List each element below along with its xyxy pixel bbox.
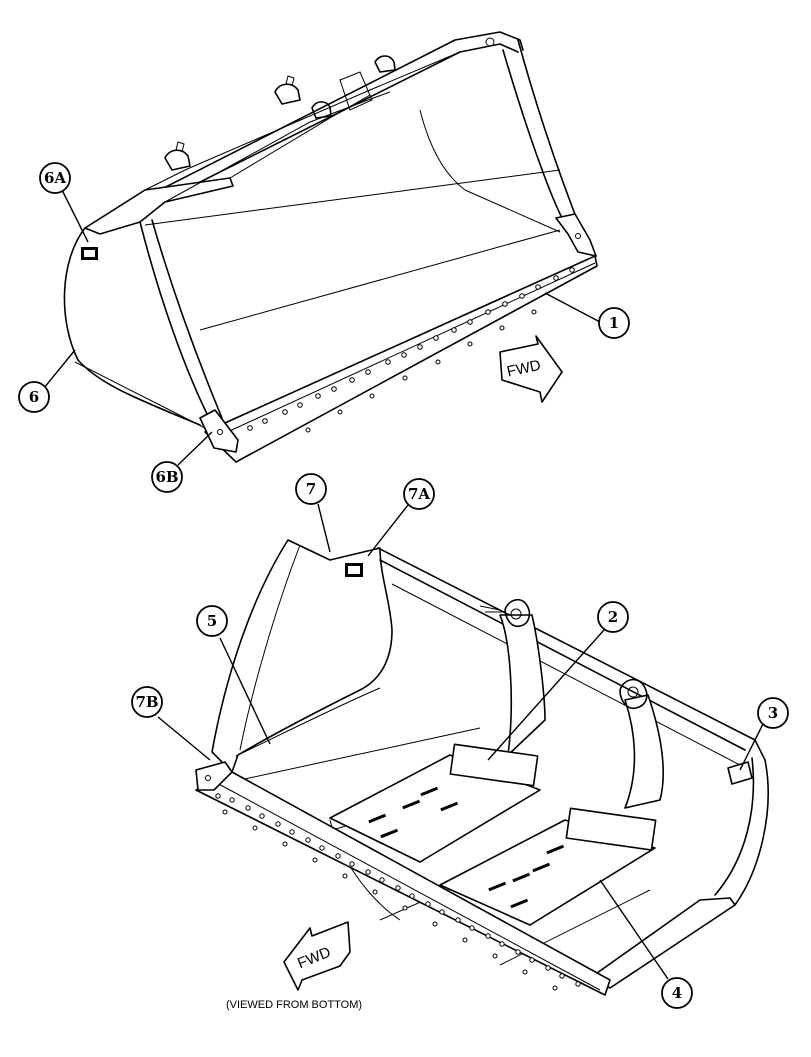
edge-bolt-holes-top <box>247 267 575 433</box>
callout-4: 4 <box>661 977 693 1009</box>
callout-5: 5 <box>196 605 228 637</box>
leader-lines <box>43 189 765 980</box>
callout-7a-label: 7A <box>408 485 430 503</box>
callout-7-label: 7 <box>306 480 316 498</box>
callout-6b: 6B <box>151 461 183 493</box>
callout-6a-label: 6A <box>44 169 66 187</box>
callout-1: 1 <box>598 307 630 339</box>
callout-7: 7 <box>295 473 327 505</box>
fwd-arrow-top: FWD <box>499 335 563 403</box>
callout-2-label: 2 <box>608 608 618 626</box>
callout-4-label: 4 <box>672 984 682 1002</box>
callout-7a: 7A <box>403 478 435 510</box>
bucket-bottom-view <box>195 539 769 996</box>
callout-7b-label: 7B <box>135 693 158 711</box>
callout-6a: 6A <box>39 162 71 194</box>
callout-6-label: 6 <box>29 388 39 406</box>
callout-5-label: 5 <box>207 612 217 630</box>
fwd-arrow-bottom: FWD <box>283 921 351 991</box>
callout-7b: 7B <box>131 686 163 718</box>
view-caption: (VIEWED FROM BOTTOM) <box>226 999 362 1011</box>
edge-bolt-holes-bottom <box>215 793 581 991</box>
wear-plate-4 <box>439 819 656 926</box>
callout-1-label: 1 <box>609 314 619 332</box>
fwd-label-top: FWD <box>505 357 542 381</box>
callout-3-label: 3 <box>768 704 778 722</box>
callout-6b-label: 6B <box>155 468 178 486</box>
bucket-top-view <box>63 31 598 463</box>
callout-3: 3 <box>757 697 789 729</box>
callout-6: 6 <box>18 381 50 413</box>
callout-2: 2 <box>597 601 629 633</box>
